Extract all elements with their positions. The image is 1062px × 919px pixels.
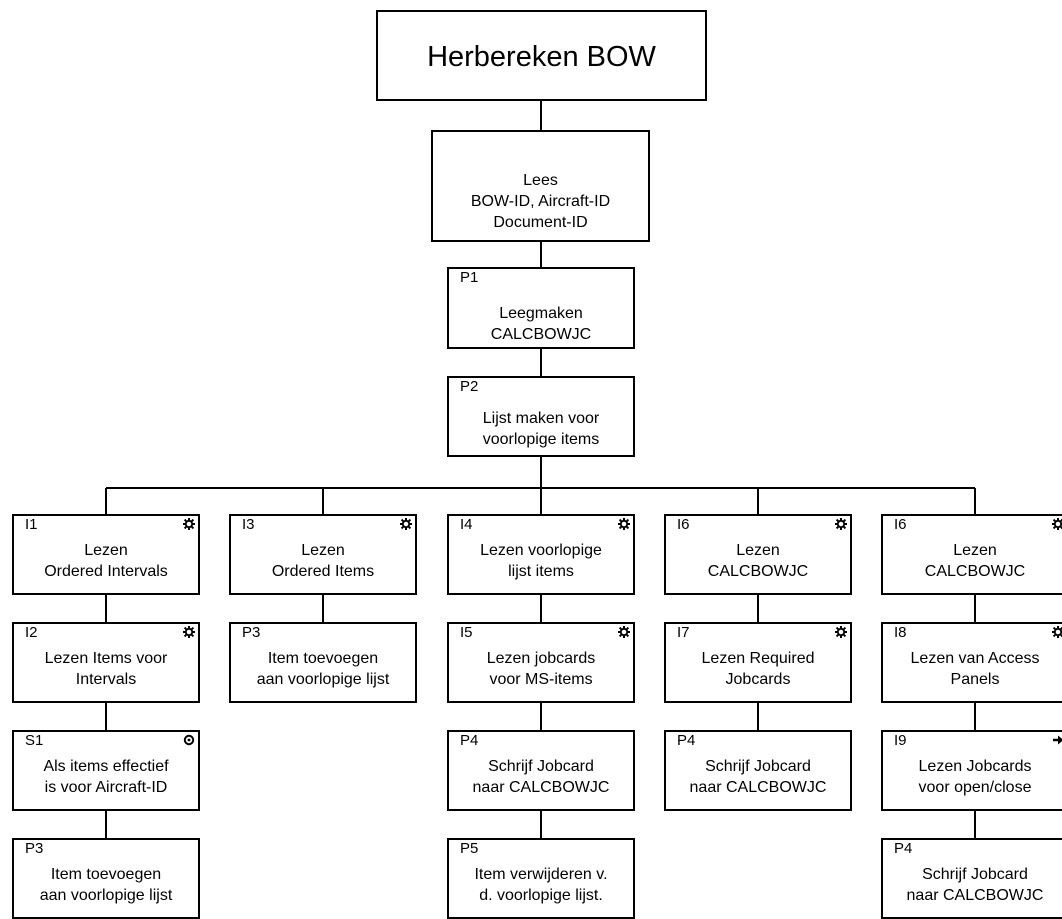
step-label: Lezen Ordered Items [271, 542, 375, 580]
root-label: Herbereken BOW [427, 41, 656, 73]
step-code: I4 [460, 516, 473, 533]
star-icon [183, 625, 195, 638]
step-label: Item verwijderen v. d. voorlopige lijst. [474, 866, 608, 904]
p1-code: P1 [460, 269, 479, 286]
star-icon [835, 625, 847, 638]
star-icon [835, 517, 847, 530]
step-code: I3 [242, 516, 255, 533]
arrow-icon [1052, 733, 1062, 745]
step-code: I7 [677, 624, 690, 641]
step-code: I6 [677, 516, 690, 533]
step-label: Lezen CALCBOWJC [707, 542, 809, 580]
read-label: Lees BOW-ID, Aircraft-ID Document-ID [470, 172, 611, 231]
step-label: Lezen van Access Panels [910, 650, 1040, 688]
step-code: I2 [25, 624, 38, 641]
star-icon [1052, 625, 1062, 638]
p2-code: P2 [460, 378, 479, 395]
step-label: Item toevoegen aan voorlopige lijst [39, 866, 173, 904]
star-icon [400, 517, 412, 530]
p2-label: Lijst maken voor voorlopige items [482, 410, 600, 448]
step-label: Schrijf Jobcard naar CALCBOWJC [906, 866, 1044, 904]
step-code: P4 [894, 840, 913, 857]
step-label: Item toevoegen aan voorlopige lijst [256, 650, 390, 688]
star-icon [1052, 517, 1062, 530]
step-label: Lezen CALCBOWJC [924, 542, 1026, 580]
read-box: Lees BOW-ID, Aircraft-ID Document-ID [431, 130, 650, 242]
p1-label: Leegmaken CALCBOWJC [490, 305, 592, 343]
step-code: P4 [677, 732, 696, 749]
star-icon [618, 517, 630, 530]
step-label: Schrijf Jobcard naar CALCBOWJC [472, 758, 610, 796]
step-label: Lezen voorlopige lijst items [480, 542, 602, 580]
step-code: I5 [460, 624, 473, 641]
step-code: P3 [25, 840, 44, 857]
step-code: I1 [25, 516, 38, 533]
step-code: I9 [894, 732, 907, 749]
root-box: Herbereken BOW [376, 10, 707, 101]
star-icon [618, 625, 630, 638]
step-label: Schrijf Jobcard naar CALCBOWJC [689, 758, 827, 796]
step-code: P5 [460, 840, 479, 857]
step-label: Lezen Items voor Intervals [44, 650, 168, 688]
step-label: Als items effectief is voor Aircraft-ID [43, 758, 169, 796]
p1-box: P1 Leegmaken CALCBOWJC [447, 267, 635, 349]
step-code: S1 [25, 732, 44, 749]
step-label: Lezen Required Jobcards [701, 650, 815, 688]
circle-icon [183, 733, 195, 746]
p2-box: P2 Lijst maken voor voorlopige items [447, 376, 635, 457]
step-code: I6 [894, 516, 907, 533]
step-label: Lezen Ordered Intervals [44, 542, 168, 580]
step-label: Lezen Jobcards voor open/close [918, 758, 1032, 796]
step-code: I8 [894, 624, 907, 641]
step-code: P4 [460, 732, 479, 749]
step-label: Lezen jobcards voor MS-items [486, 650, 596, 688]
step-code: P3 [242, 624, 261, 641]
star-icon [183, 517, 195, 530]
